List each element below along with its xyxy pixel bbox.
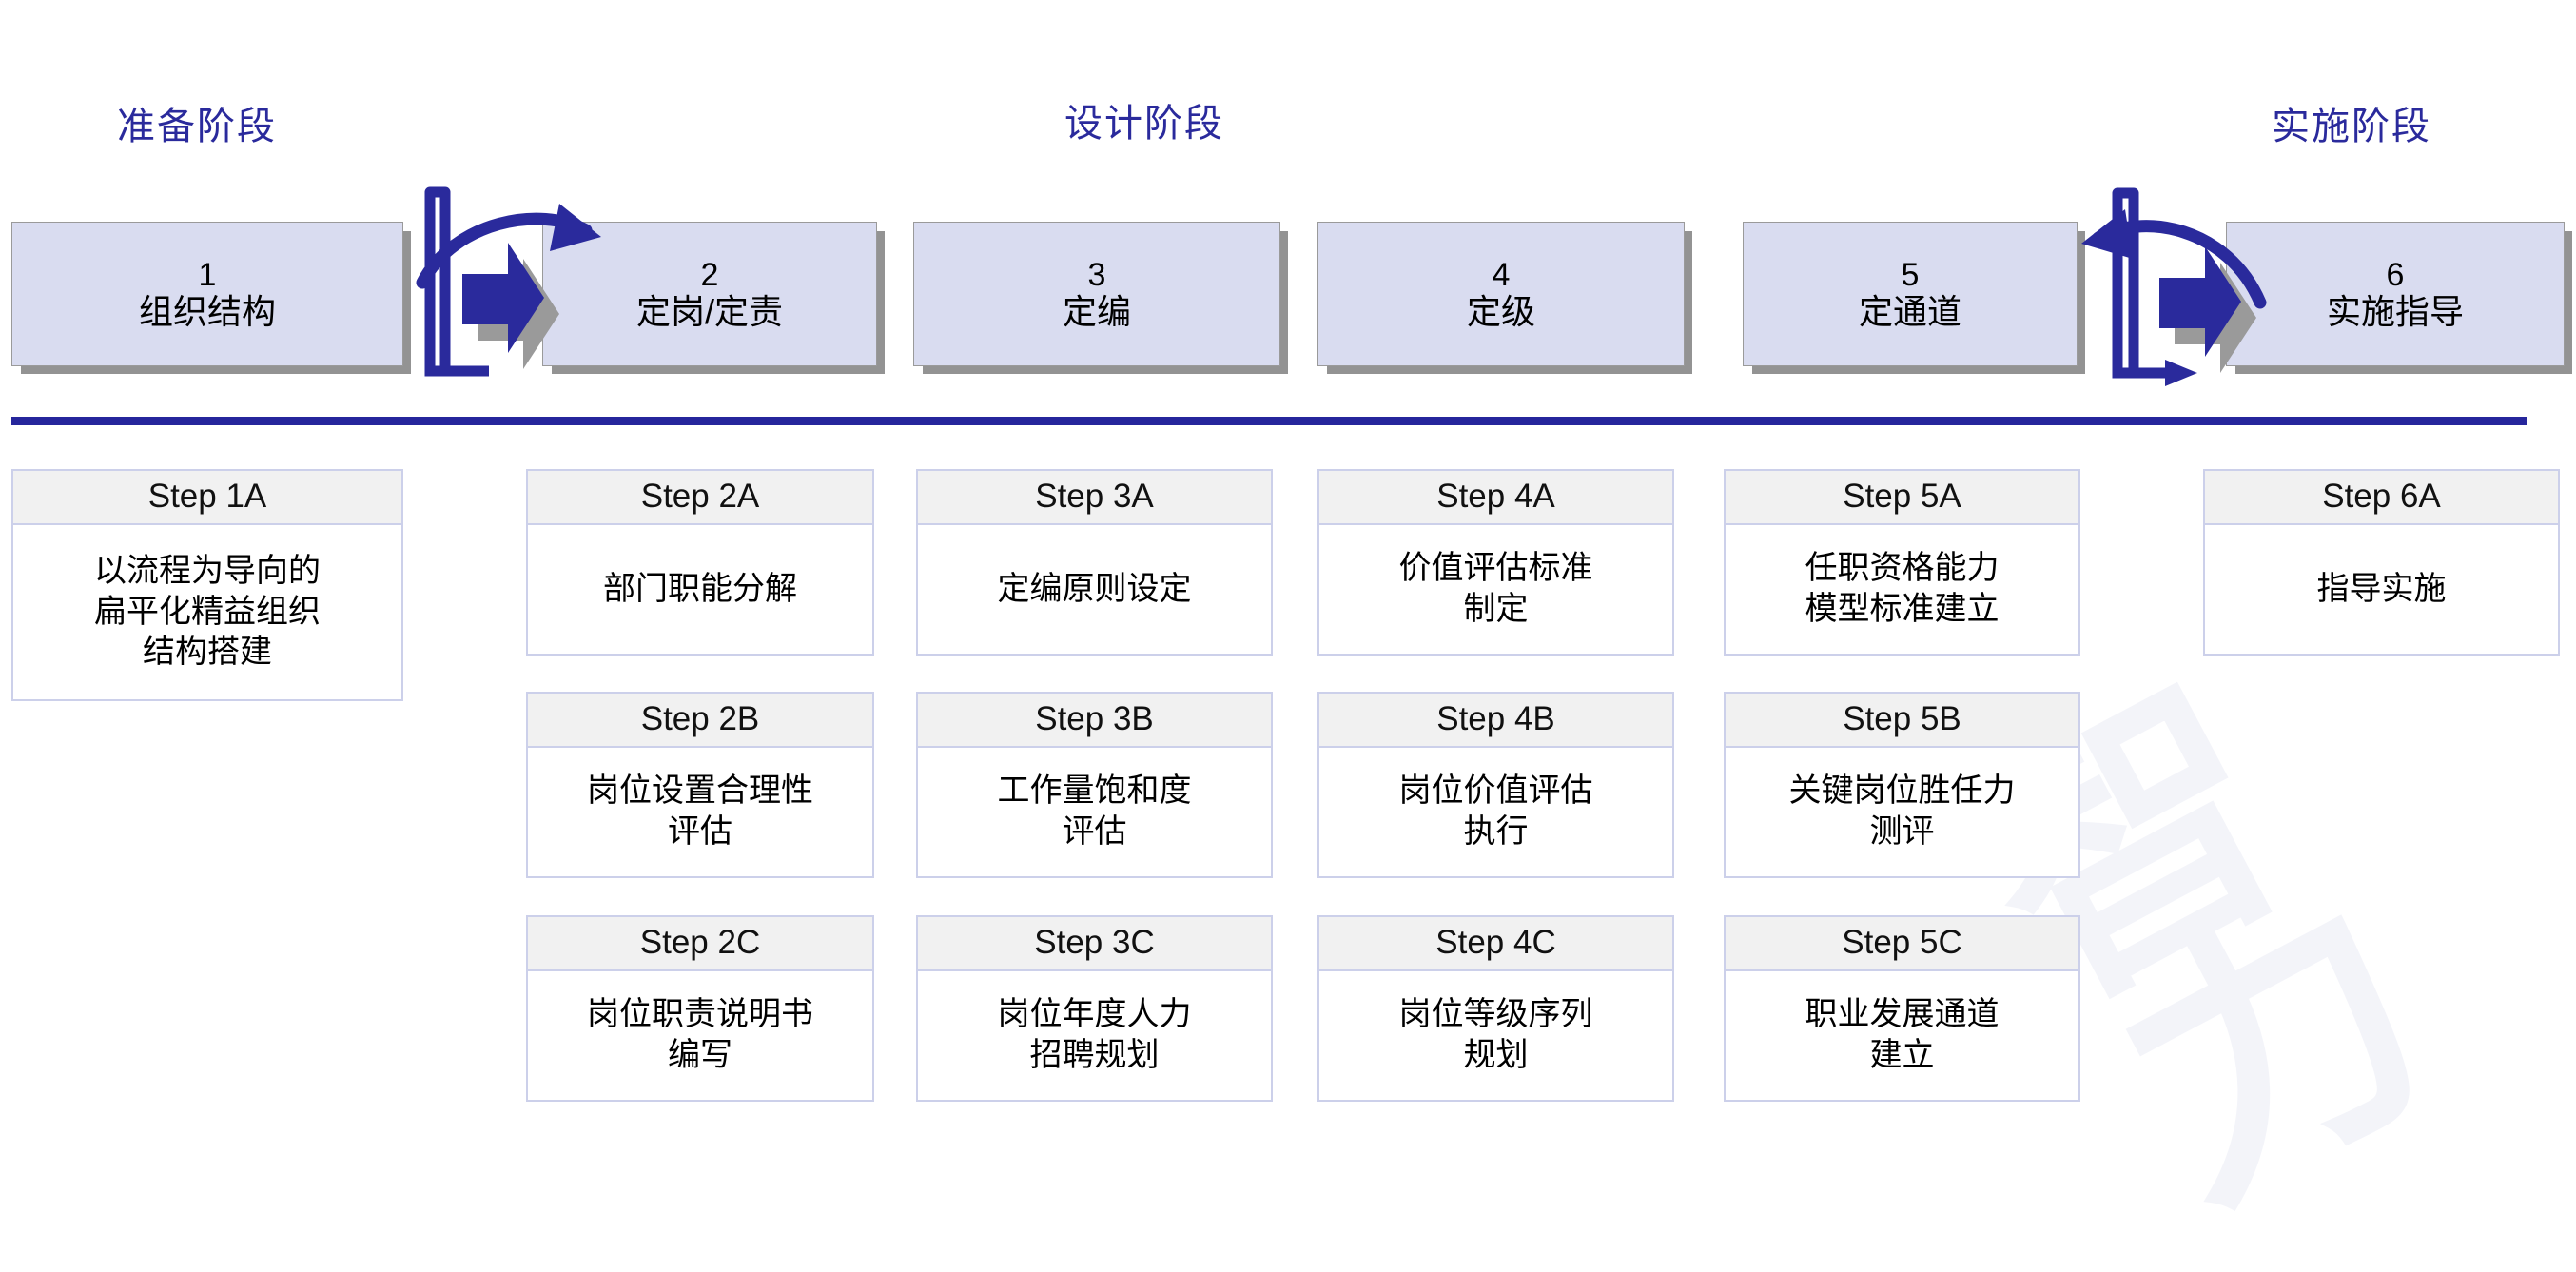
phase-box-1[interactable]: 1 组织结构 <box>11 222 403 366</box>
step-card-5a-body: 任职资格能力 模型标准建立 <box>1805 550 2000 627</box>
phase-box-1-number: 1 <box>198 256 217 293</box>
block-arrow-right-icon <box>462 243 559 369</box>
step-card-2c-title: Step 2C <box>528 917 872 971</box>
curved-arrow-right-icon <box>416 204 601 289</box>
step-card-5b-title: Step 5B <box>1726 694 2078 748</box>
step-card-4c-body: 岗位等级序列 规划 <box>1398 996 1593 1073</box>
phase-box-1-name: 组织结构 <box>138 291 276 331</box>
step-card-1a-body: 以流程为导向的 扁平化精益组织 结构搭建 <box>94 552 321 671</box>
step-card-6a[interactable]: Step 6A 指导实施 <box>2203 469 2560 656</box>
watermark: 智 力 <box>1927 578 2576 1259</box>
phase-box-6-number: 6 <box>2386 256 2405 293</box>
step-card-4c-title: Step 4C <box>1319 917 1672 971</box>
phase-box-3[interactable]: 3 定编 <box>913 222 1280 366</box>
step-card-5a[interactable]: Step 5A 任职资格能力 模型标准建立 <box>1724 469 2080 656</box>
step-card-2c-body: 岗位职责说明书 编写 <box>587 996 813 1073</box>
step-card-5b-body: 关键岗位胜任力 测评 <box>1788 773 2016 850</box>
step-card-3a-title: Step 3A <box>918 471 1271 525</box>
step-card-4c[interactable]: Step 4C 岗位等级序列 规划 <box>1317 915 1674 1102</box>
phase-box-5[interactable]: 5 定通道 <box>1743 222 2078 366</box>
step-card-2a-title: Step 2A <box>528 471 872 525</box>
phase-box-2[interactable]: 2 定岗/定责 <box>542 222 877 366</box>
step-card-4a-title: Step 4A <box>1319 471 1672 525</box>
prep-to-design-connector <box>416 186 601 377</box>
step-card-3b-title: Step 3B <box>918 694 1271 748</box>
step-card-4b[interactable]: Step 4B 岗位价值评估 执行 <box>1317 692 1674 878</box>
step-card-2a-body: 部门职能分解 <box>603 570 797 607</box>
phase-box-2-name: 定岗/定责 <box>635 291 783 331</box>
step-card-3c-title: Step 3C <box>918 917 1271 971</box>
step-card-3b-body: 工作量饱和度 评估 <box>997 773 1192 850</box>
section-divider <box>11 417 2527 425</box>
phase-box-6[interactable]: 6 实施指导 <box>2226 222 2565 366</box>
diagram-canvas: 智 力 准备阶段 设计阶段 实施阶段 1 组织结构 2 定岗/定责 3 定编 4… <box>11 103 2565 1259</box>
step-card-3a-body: 定编原则设定 <box>997 570 1192 607</box>
phase-label-implementation: 实施阶段 <box>2272 106 2431 147</box>
phase-box-5-number: 5 <box>1901 256 1920 293</box>
step-card-6a-title: Step 6A <box>2205 471 2558 525</box>
phase-label-design: 设计阶段 <box>1064 103 1224 145</box>
phase-box-5-name: 定通道 <box>1858 291 1961 331</box>
phase-box-3-number: 3 <box>1087 256 1106 293</box>
step-card-4b-title: Step 4B <box>1319 694 1672 748</box>
step-card-4a[interactable]: Step 4A 价值评估标准 制定 <box>1317 469 1674 656</box>
step-card-2c[interactable]: Step 2C 岗位职责说明书 编写 <box>526 915 874 1102</box>
step-card-3b[interactable]: Step 3B 工作量饱和度 评估 <box>916 692 1273 878</box>
step-card-2a[interactable]: Step 2A 部门职能分解 <box>526 469 874 656</box>
phase-label-preparation: 准备阶段 <box>117 106 277 147</box>
phase-box-3-name: 定编 <box>1062 291 1131 331</box>
step-card-5b[interactable]: Step 5B 关键岗位胜任力 测评 <box>1724 692 2080 878</box>
step-card-5c-title: Step 5C <box>1726 917 2078 971</box>
step-card-3c-body: 岗位年度人力 招聘规划 <box>997 996 1192 1073</box>
block-arrow-right-icon <box>2159 246 2256 373</box>
step-card-1a[interactable]: Step 1A 以流程为导向的 扁平化精益组织 结构搭建 <box>11 469 403 701</box>
step-card-5c[interactable]: Step 5C 职业发展通道 建立 <box>1724 915 2080 1102</box>
phase-box-4-name: 定级 <box>1466 291 1535 331</box>
step-card-3a[interactable]: Step 3A 定编原则设定 <box>916 469 1273 656</box>
step-card-6a-body: 指导实施 <box>2316 570 2447 607</box>
step-card-2b-body: 岗位设置合理性 评估 <box>587 773 813 850</box>
step-card-4a-body: 价值评估标准 制定 <box>1398 550 1593 627</box>
step-card-1a-title: Step 1A <box>13 471 401 525</box>
step-card-2b-title: Step 2B <box>528 694 872 748</box>
phase-box-4-number: 4 <box>1492 256 1511 293</box>
hook-connector-icon <box>424 186 489 377</box>
phase-box-2-number: 2 <box>700 256 719 293</box>
phase-box-6-name: 实施指导 <box>2326 291 2464 331</box>
step-card-5c-body: 职业发展通道 建立 <box>1805 996 2000 1073</box>
step-card-2b[interactable]: Step 2B 岗位设置合理性 评估 <box>526 692 874 878</box>
step-card-3c[interactable]: Step 3C 岗位年度人力 招聘规划 <box>916 915 1273 1102</box>
phase-box-4[interactable]: 4 定级 <box>1317 222 1685 366</box>
step-card-4b-body: 岗位价值评估 执行 <box>1398 773 1593 850</box>
design-to-impl-connector <box>2081 187 2267 386</box>
step-card-5a-title: Step 5A <box>1726 471 2078 525</box>
hook-connector-icon <box>2112 187 2197 386</box>
watermark-text-2: 力 <box>2070 831 2478 1259</box>
